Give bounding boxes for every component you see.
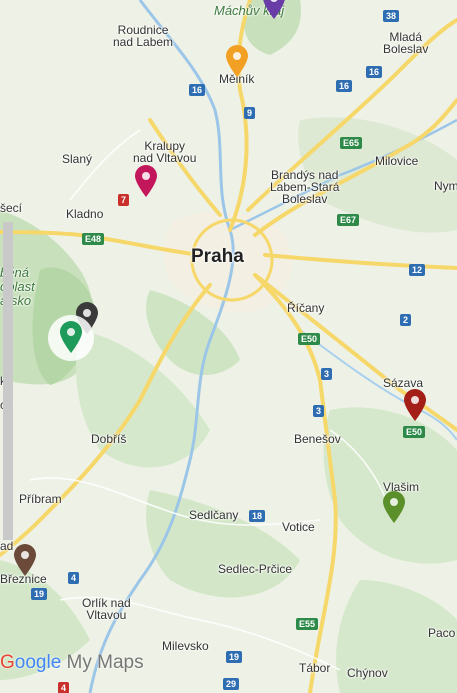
road-shield-e65: E65	[340, 137, 363, 149]
road-shield-3: 3	[321, 368, 333, 380]
place-label-saseci: šecí	[0, 201, 23, 215]
place-label-ricany: Říčany	[287, 301, 325, 315]
road-shield-12: 12	[409, 264, 426, 276]
road-shield-7: 7	[118, 194, 130, 206]
place-label-melnik: Mělník	[219, 72, 255, 86]
place-label-slany: Slaný	[62, 152, 93, 166]
road-shield-4: 4	[68, 572, 80, 584]
place-label-nym: Nym	[434, 179, 457, 193]
road-shield-18: 18	[249, 510, 266, 522]
road-shield-4: 4	[58, 682, 70, 693]
place-label-votice: Votice	[282, 520, 315, 534]
place-label-praha: Praha	[191, 246, 244, 267]
map-pin-icon[interactable]	[381, 490, 407, 524]
place-label-dobris: Dobříš	[91, 432, 127, 446]
place-label-tabor: Tábor	[299, 661, 331, 675]
place-label-breznice: Březnice	[0, 572, 47, 586]
road-shield-3: 3	[313, 405, 325, 417]
place-label-sedlec-prcice: Sedlec-Prčice	[218, 562, 293, 576]
place-label-sedlcany: Sedlčany	[189, 508, 239, 522]
road-shield-16: 16	[366, 66, 383, 78]
road-shield-29: 29	[223, 678, 240, 690]
road-shield-e55: E55	[296, 618, 319, 630]
google-my-maps-logo: Google My Maps	[0, 652, 144, 673]
road-shield-e48: E48	[82, 233, 105, 245]
place-label-kralupy: Kralupy nad Vltavou	[133, 139, 197, 165]
road-shield-e50: E50	[403, 426, 426, 438]
road-shield-9: 9	[244, 107, 256, 119]
place-label-ad: ad	[0, 539, 14, 553]
road-shield-16: 16	[189, 84, 206, 96]
road-shield-2: 2	[400, 314, 412, 326]
road-shield-e67: E67	[337, 214, 360, 226]
road-shield-19: 19	[31, 588, 48, 600]
side-panel-scrollbar[interactable]	[3, 222, 13, 540]
place-label-pribram: Příbram	[19, 492, 62, 506]
road-shield-38: 38	[383, 10, 400, 22]
place-label-paco: Paco	[428, 626, 456, 640]
map-pin-icon[interactable]	[12, 543, 38, 577]
place-label-sazava: Sázava	[383, 376, 424, 390]
place-label-vlasim: Vlašim	[383, 480, 420, 494]
map-pin-icon[interactable]	[261, 0, 287, 20]
place-label-chynov: Chýnov	[347, 666, 388, 680]
map-pin-icon[interactable]	[402, 388, 428, 422]
map-pin-icon[interactable]	[133, 164, 159, 198]
place-label-orlik: Orlík nad Vltavou	[82, 596, 131, 622]
place-label-roudnice: Roudnice nad Labem	[113, 23, 174, 49]
map-pin-icon[interactable]	[224, 44, 250, 78]
map-pin-icon[interactable]	[58, 320, 84, 354]
place-label-milevsko: Milevsko	[162, 639, 209, 653]
place-label-kladno: Kladno	[66, 207, 104, 221]
place-label-milovice: Milovice	[375, 154, 419, 168]
road-shield-16: 16	[336, 80, 353, 92]
place-label-mlada-boleslav: Mladá Boleslav	[383, 30, 429, 56]
road-shield-19: 19	[226, 651, 243, 663]
road-shield-e50: E50	[298, 333, 321, 345]
place-label-benesov: Benešov	[294, 432, 341, 446]
place-label-brandys: Brandýs nad Labem-Stará Boleslav	[270, 168, 340, 206]
